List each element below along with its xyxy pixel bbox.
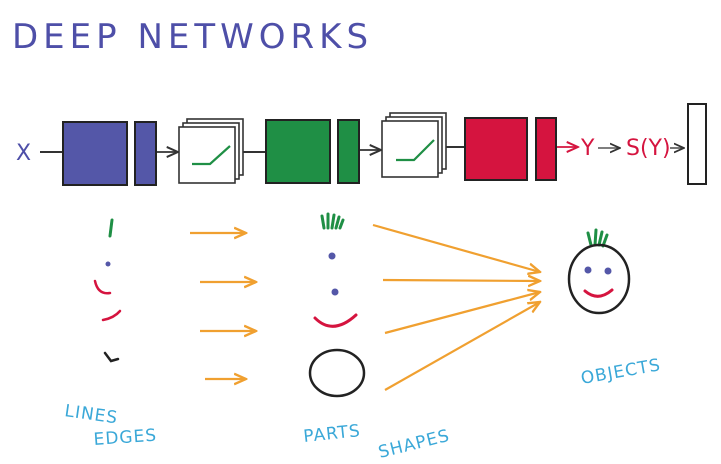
caption-edges: EDGES: [93, 426, 158, 450]
linear-layer-3-bias: [535, 117, 557, 181]
feature-hierarchy: LINES EDGES PARTS SHAPES OBJECTS: [63, 212, 662, 463]
edge-vertical-line: [108, 218, 114, 238]
feature-arrow: [384, 292, 540, 335]
linear-layer-1: [62, 121, 128, 186]
face-object-icon: [567, 228, 631, 315]
edge-curve-red-2: [101, 309, 122, 322]
edge-curve-red-1: [93, 279, 112, 295]
edge-corner-dark: [103, 351, 120, 363]
caption-parts: PARTS: [302, 421, 361, 447]
logits-label: Y: [580, 136, 595, 161]
mouth-part: [313, 313, 358, 328]
eye-part: [331, 288, 339, 296]
linear-layer-2: [265, 119, 331, 184]
output-vector: [687, 103, 707, 185]
head-circle-shape: [308, 348, 366, 398]
diagram-title: DEEP NETWORKS: [12, 17, 373, 57]
feature-arrow: [384, 302, 540, 391]
linear-layer-2-bias: [337, 119, 360, 184]
softmax-label: S(Y): [626, 136, 671, 161]
linear-layer-1-bias: [134, 121, 157, 186]
relu-stack-1: [178, 118, 244, 184]
relu-curve-icon: [192, 145, 231, 166]
linear-layer-3: [464, 117, 528, 181]
relu-stack-2: [381, 112, 447, 178]
hair-part: [320, 212, 345, 230]
feature-arrow: [382, 280, 540, 281]
caption-objects: OBJECTS: [579, 355, 662, 389]
caption-lines: LINES: [63, 401, 119, 428]
network-pipeline: X Y S(Y): [16, 103, 707, 186]
eye-part: [328, 252, 336, 260]
feature-arrow: [372, 223, 540, 272]
input-label: X: [16, 141, 31, 166]
edge-dot: [105, 261, 111, 267]
caption-shapes: SHAPES: [376, 426, 452, 463]
relu-curve-icon: [396, 139, 435, 162]
